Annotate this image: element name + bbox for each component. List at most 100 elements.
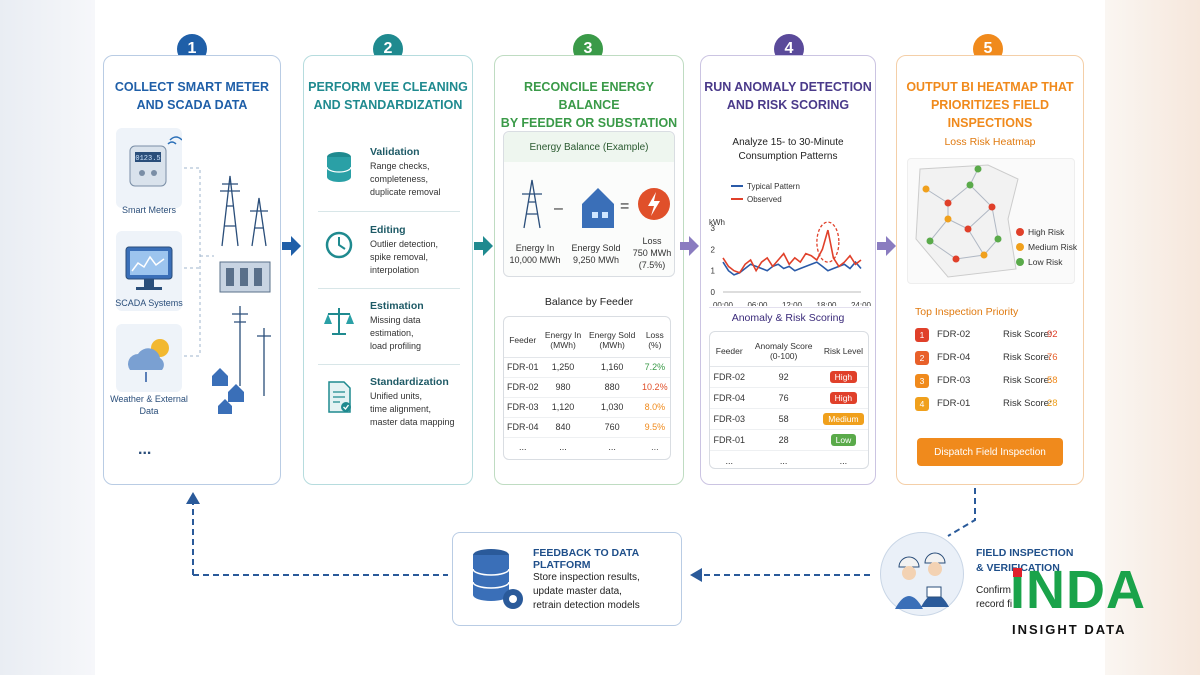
panel-vee-cleaning: PERFORM VEE CLEANING AND STANDARDIZATION… [303, 55, 473, 485]
panel-1-title: COLLECT SMART METER AND SCADA DATA [114, 80, 270, 112]
source-label-weather: Weather & External Data [110, 394, 188, 416]
series-line-typical [722, 260, 862, 276]
flow-arrow-3 [689, 236, 699, 256]
weather-card [116, 324, 182, 392]
inspector-workers-icon [895, 552, 949, 609]
logo-tagline: INSIGHT DATA [1012, 622, 1127, 637]
flow-arrow-stem-4 [877, 242, 887, 250]
y-tick-label: 3 [711, 224, 716, 233]
field-inspection-description: Confirm record fi [976, 585, 1013, 610]
legend-dot [1016, 228, 1024, 236]
source-label-scada: SCADA Systems [115, 298, 183, 308]
scale-icon [324, 308, 354, 335]
y-tick-label: 2 [711, 245, 716, 254]
more-sources-ellipsis: ... [138, 441, 152, 458]
y-tick-label: 1 [711, 267, 716, 276]
heatmap-map [915, 164, 1019, 278]
anomaly-highlight [816, 221, 840, 263]
flow-arrow-4 [886, 236, 896, 256]
flow-arrow-stem-1 [282, 242, 292, 250]
distribution-pole-icon [232, 306, 271, 396]
source-label-smart-meters: Smart Meters [121, 205, 176, 215]
risk-level-badge: Medium [823, 412, 864, 425]
legend-item: Medium Risk [1016, 242, 1077, 252]
panel-3-title: RECONCILE ENERGY BALANCE BY FEEDER OR SU… [500, 80, 678, 130]
scada-card [116, 231, 182, 311]
transmission-tower-icon [220, 175, 268, 247]
panel-collect-data: COLLECT SMART METER AND SCADA DATA 0123.… [103, 55, 281, 485]
table-row: ............ [518, 442, 659, 453]
y-axis-label: kWh [709, 218, 725, 227]
panel-4-title: RUN ANOMALY DETECTION AND RISK SCORING [704, 80, 872, 112]
vee-step-standardization: Standardization Unified units, time alig… [320, 376, 462, 446]
priority-rank-badge: 1 [915, 328, 929, 342]
x-tick-label: 18:00 [816, 301, 837, 306]
flow-arrow-1 [291, 236, 301, 256]
series-line-observed [722, 229, 862, 274]
step-divider [318, 211, 460, 212]
logo-red-square [1013, 568, 1022, 577]
panel-2-title: PERFORM VEE CLEANING AND STANDARDIZATION [308, 80, 468, 112]
scada-monitor-icon [125, 246, 173, 290]
feedback-title: FEEDBACK TO DATA PLATFORM [533, 547, 639, 571]
lightning-loss-icon [638, 188, 670, 220]
heatmap-dots [922, 165, 1002, 263]
risk-level-badge: ... [839, 455, 848, 466]
table-header-row: Feeder Anomaly Score(0-100) Risk Level [710, 336, 868, 366]
step-divider [318, 364, 460, 365]
legend-label: Typical Pattern [747, 182, 800, 191]
risk-level-badge: High [829, 391, 858, 404]
energy-balance-box: Energy Balance (Example) – = Energy In 1… [503, 131, 675, 277]
feeder-table-title: Balance by Feeder [544, 296, 634, 308]
panel-anomaly-detection: RUN ANOMALY DETECTION AND RISK SCORING A… [700, 55, 876, 485]
flow-arrow-2 [483, 236, 493, 256]
database-icon [326, 152, 352, 182]
table-header-row: Feeder Energy In(MWh) Energy Sold(MWh) L… [504, 323, 670, 357]
feedback-description: Store inspection results, update master … [533, 572, 640, 611]
document-check-icon [328, 381, 351, 413]
background-right [1105, 0, 1200, 675]
dispatch-field-inspection-button[interactable]: Dispatch Field Inspection [917, 438, 1063, 466]
clock-icon [325, 231, 353, 259]
energy-in: Energy In 10,000 MWh [509, 243, 561, 265]
vee-step-estimation: Estimation Missing data estimation, load… [320, 300, 462, 370]
vee-step-validation: Validation Range checks, completeness, d… [320, 146, 462, 216]
table-row: ......... [725, 455, 848, 466]
priority-rank-badge: 4 [915, 397, 929, 411]
legend-dot [1016, 243, 1024, 251]
panel-5-title: OUTPUT BI HEATMAP THAT PRIORITIZES FIELD… [906, 80, 1074, 130]
legend-item: High Risk [1016, 227, 1077, 237]
x-tick-label: 24:00 [851, 301, 872, 306]
vee-step-editing: Editing Outlier detection, spike removal… [320, 224, 462, 294]
field-inspectors-illustration [880, 532, 964, 616]
smart-meter-icon: 0123.5 [129, 136, 183, 187]
energy-sold: Energy Sold 9,250 MWh [571, 243, 621, 265]
y-tick-label: 0 [711, 288, 716, 297]
heatmap-title: Loss Risk Heatmap [944, 136, 1036, 148]
flow-arrow-stem-3 [680, 242, 690, 250]
priority-title: Top Inspection Priority [915, 306, 1019, 318]
smart-meter-card: 0123.5 [116, 128, 183, 208]
energy-balance-title: Energy Balance (Example) [529, 142, 649, 153]
analyze-caption: Analyze 15- to 30-Minute Consumption Pat… [732, 137, 844, 162]
x-tick-label: 12:00 [782, 301, 803, 306]
feedback-box: FEEDBACK TO DATA PLATFORM Store inspecti… [452, 532, 682, 626]
minus-sign: – [554, 200, 563, 217]
risk-scoring-table: Feeder Anomaly Score(0-100) Risk Level F… [709, 331, 869, 469]
database-gear-icon [472, 549, 523, 609]
